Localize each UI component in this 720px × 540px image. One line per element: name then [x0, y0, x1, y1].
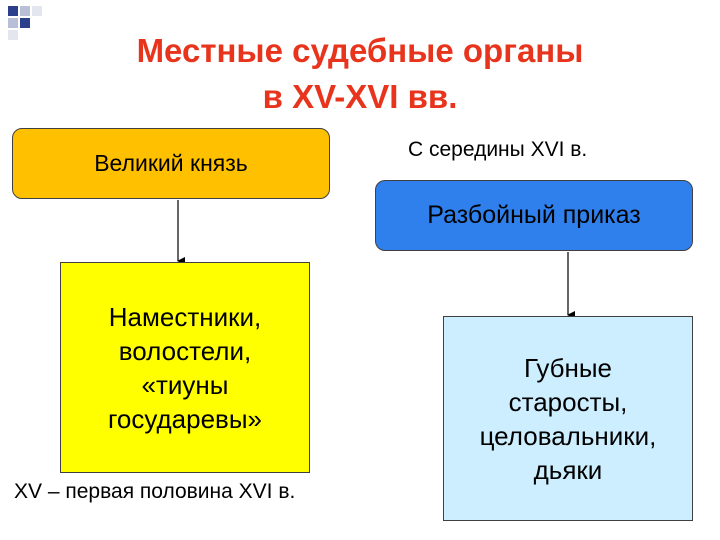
elders-box: Губные старосты, целовальники, дьяки: [443, 316, 693, 521]
since-mid-16-note: С середины XVI в.: [408, 138, 588, 161]
elders-line-1: Губные: [523, 352, 613, 383]
governors-box: Наместники, волостели, «тиуны государевы…: [60, 262, 310, 473]
governors-line-3: «тиуны: [141, 369, 229, 400]
title-line-2: в XV-XVI вв.: [262, 78, 458, 115]
elders-line-4: дьяки: [533, 454, 603, 485]
elders-line-2: старосты,: [508, 386, 628, 417]
robbery-office-label: Разбойный приказ: [427, 201, 641, 229]
robbery-office-box: Разбойный приказ: [375, 180, 693, 251]
grand-prince-box: Великий князь: [12, 128, 330, 199]
governors-line-2: волостели,: [118, 335, 252, 366]
grand-prince-label: Великий князь: [94, 150, 248, 176]
period-note: XV – первая половина XVI в.: [14, 480, 296, 503]
governors-line-1: Наместники,: [108, 301, 262, 332]
governors-line-4: государевы»: [107, 403, 263, 434]
page-title: Местные судебные органы в XV-XVI вв.: [60, 28, 660, 120]
title-line-1: Местные судебные органы: [136, 32, 584, 69]
elders-line-3: целовальники,: [479, 420, 657, 451]
